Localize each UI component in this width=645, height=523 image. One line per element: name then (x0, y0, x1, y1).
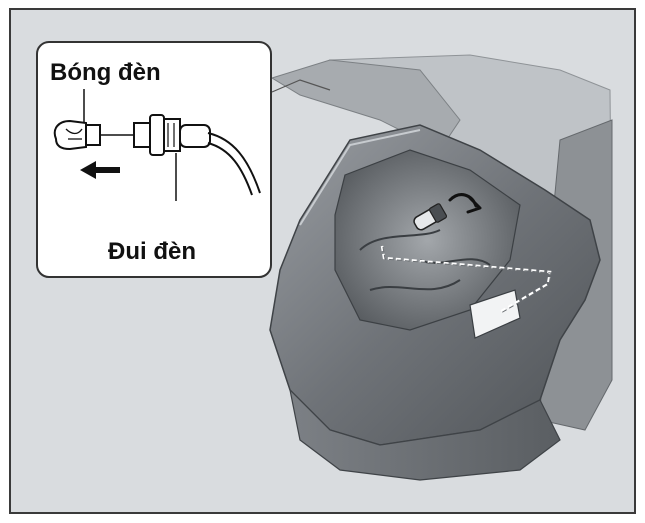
reflector-panel (469, 289, 521, 339)
bulb-icon (53, 119, 101, 151)
bulb-label: Bóng đèn (50, 59, 161, 86)
inset-connector (271, 79, 331, 93)
bulb-icon (413, 203, 448, 231)
socket-icon (133, 114, 261, 196)
lower-fairing (289, 388, 561, 481)
leader-line (380, 245, 552, 314)
internal-wiring (359, 229, 491, 291)
socket-label: Đui đèn (108, 238, 196, 265)
inset-drawing (53, 89, 261, 201)
leader-line-shadow (382, 246, 552, 314)
detail-inset: Bóng đèn Đui đèn (36, 41, 272, 278)
removal-arrow-icon (80, 161, 120, 179)
headlight-cavity (334, 149, 521, 331)
twist-arrow-icon (448, 193, 482, 214)
cowling-edge-highlight (299, 129, 421, 226)
